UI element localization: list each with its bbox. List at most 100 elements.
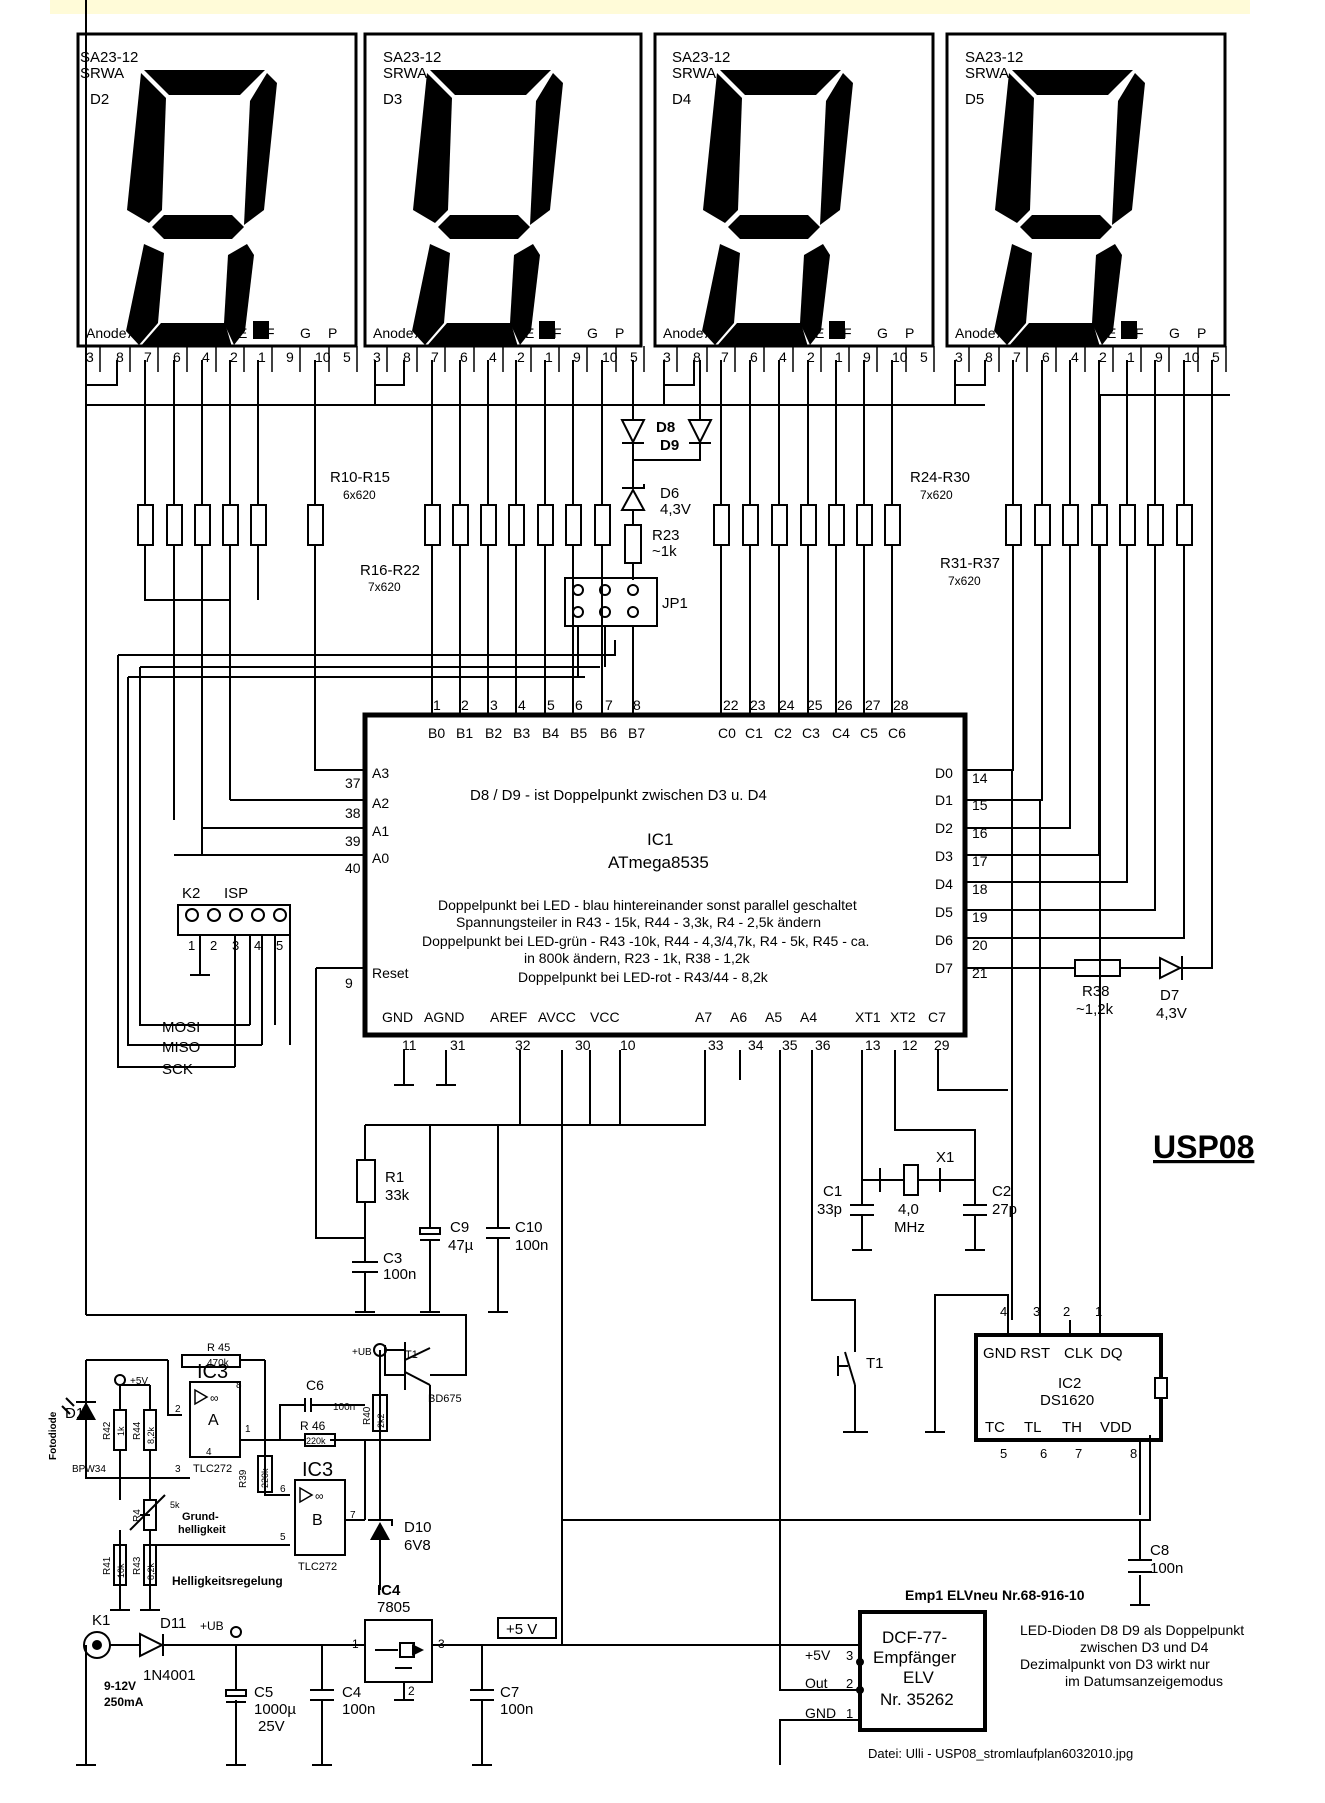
d6-value: 4,3V xyxy=(660,501,691,518)
ic1-pin-name: A4 xyxy=(800,1009,817,1025)
c9-label: C9 xyxy=(450,1219,469,1236)
segment-pin-number: 3 xyxy=(86,349,94,365)
r45-label: R 45 xyxy=(207,1342,230,1354)
resistor xyxy=(742,504,759,546)
ic1-pin-number: 15 xyxy=(972,797,988,813)
svg-text:∞: ∞ xyxy=(210,1391,219,1405)
segment-label: B xyxy=(733,325,742,341)
ic1-pin-number: 30 xyxy=(575,1037,591,1053)
ic1-pin-name: A0 xyxy=(372,850,389,866)
segment-pin-number: 10 xyxy=(892,349,908,365)
segment-label: E xyxy=(238,325,247,341)
crystal-section: C1 33p C2 27p X1 4,0 MHz xyxy=(817,1149,1017,1251)
resistor xyxy=(194,504,211,546)
ic1-note-3: Doppelpunkt bei LED-grün - R43 -10k, R44… xyxy=(422,933,869,949)
isp-pin-number: 4 xyxy=(254,938,261,953)
segment-pin-number: 10 xyxy=(602,349,618,365)
resistor xyxy=(1034,504,1051,546)
display-d2: SA23-12 SRWA D2 xyxy=(76,32,358,348)
ic2-ref: IC2 xyxy=(1058,1375,1081,1392)
r38-value: ~1,2k xyxy=(1076,1001,1114,1018)
dcf-pin-out: Out xyxy=(805,1675,828,1691)
segment-label: E xyxy=(815,325,824,341)
segment-label: C xyxy=(470,325,480,341)
dcf-line-4: Nr. 35262 xyxy=(880,1690,954,1709)
ic1-pin-number: 22 xyxy=(723,697,739,713)
ic1-pin-number: 27 xyxy=(865,697,881,713)
ic1-name: ATmega8535 xyxy=(608,853,709,872)
dcf-pin-num-3: 3 xyxy=(846,1648,853,1663)
ic3a-ref: IC3 xyxy=(197,1361,228,1383)
isp-miso: MISO xyxy=(162,1039,200,1056)
ic4-type: 7805 xyxy=(377,1599,410,1616)
segment-label: F xyxy=(266,325,275,341)
ic4-pin-3: 3 xyxy=(438,1637,445,1651)
isp-ref: K2 xyxy=(182,885,200,902)
c7-label: C7 xyxy=(500,1684,519,1701)
r42-value: 1k xyxy=(116,1426,126,1436)
fotodiode-label: Fotodiode xyxy=(48,1411,59,1460)
ic2-pin-number: 8 xyxy=(1130,1446,1137,1461)
display-part: SA23-12 xyxy=(965,49,1023,66)
ic4-pin-1: 1 xyxy=(352,1637,359,1651)
resistor xyxy=(800,504,817,546)
c6-value: 100n xyxy=(333,1402,355,1413)
ic1-pin-number: 36 xyxy=(815,1037,831,1053)
segment-label: P xyxy=(328,325,337,341)
r1-label: R1 xyxy=(385,1169,404,1186)
segment-pin-number: 8 xyxy=(985,349,993,365)
ic1-pin-name: AVCC xyxy=(538,1009,576,1025)
t1b-type: BD675 xyxy=(428,1393,462,1405)
d6-label: D6 xyxy=(660,485,679,502)
ic1-pin-number: 29 xyxy=(934,1037,950,1053)
ic1-pin-name: B3 xyxy=(513,725,530,741)
ic1-pin-name: D6 xyxy=(935,932,953,948)
ic1-pin-number: 26 xyxy=(837,697,853,713)
r40-value: 2k2 xyxy=(376,1413,386,1428)
x1-value: 4,0 xyxy=(898,1201,919,1218)
ic1-pin-name: C1 xyxy=(745,725,763,741)
segment-pin-number: 2 xyxy=(517,349,525,365)
d11-label: D11 xyxy=(160,1615,186,1632)
c6-label: C6 xyxy=(306,1377,324,1393)
ic3b-ref: IC3 xyxy=(302,1459,333,1481)
ic2-pin-name: VDD xyxy=(1100,1419,1132,1436)
r4-label: R4 xyxy=(132,1509,143,1522)
segment-pin-number: 9 xyxy=(863,349,871,365)
resistor xyxy=(1119,504,1136,546)
display-d5: SA23-12 SRWA D5 xyxy=(945,32,1227,348)
segment-pin-number: 4 xyxy=(489,349,497,365)
resistor xyxy=(307,504,324,546)
plus5-rail-label: +5 V xyxy=(506,1621,537,1638)
dcf-line-1: DCF-77- xyxy=(882,1628,947,1647)
segment-label: C xyxy=(1052,325,1062,341)
ic4-label: IC4 xyxy=(377,1582,401,1599)
ic1-pin-name: D2 xyxy=(935,820,953,836)
ic1-pin-number: 34 xyxy=(748,1037,764,1053)
isp-pin xyxy=(185,908,199,922)
ic1-pin-number: 35 xyxy=(782,1037,798,1053)
resistor xyxy=(222,504,239,546)
segment-pin-number: 10 xyxy=(315,349,331,365)
t1b-label: T1 xyxy=(405,1349,418,1361)
r45-value: 470k xyxy=(207,1358,230,1369)
ic2-pin-number: 7 xyxy=(1075,1446,1082,1461)
ic1-pin-name: C0 xyxy=(718,725,736,741)
c2-value: 27p xyxy=(992,1201,1017,1218)
resistor xyxy=(452,504,469,546)
wiring xyxy=(85,0,1230,1765)
ic2-pin-number: 2 xyxy=(1063,1304,1070,1319)
segment-pin-number: 6 xyxy=(1042,349,1050,365)
d9-label: D9 xyxy=(660,437,679,454)
ic1-pin-name: XT2 xyxy=(890,1009,916,1025)
segment-pin-number: 10 xyxy=(1184,349,1200,365)
resistor xyxy=(537,504,554,546)
segment-label: G xyxy=(1169,325,1180,341)
ic1-pin-number: 17 xyxy=(972,853,988,869)
ic3b-unit: B xyxy=(312,1512,323,1529)
ic2-pin-number: 3 xyxy=(1033,1304,1040,1319)
ic1-pin-name: B4 xyxy=(542,725,559,741)
ic1-pin-number: 28 xyxy=(893,697,909,713)
